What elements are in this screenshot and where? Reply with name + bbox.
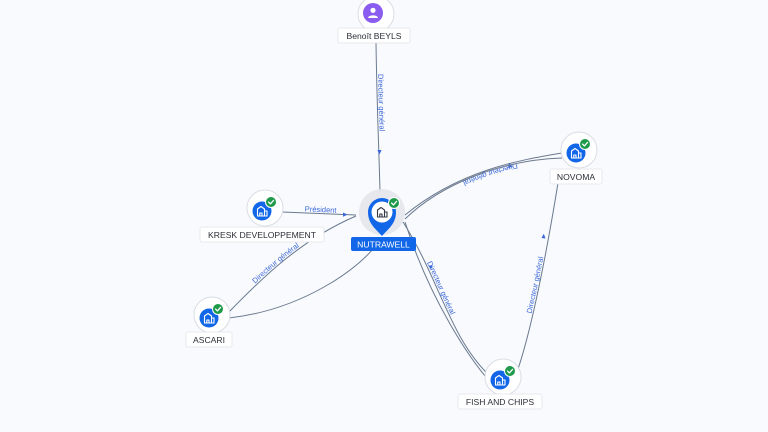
node-label: NOVOMA [557, 172, 595, 182]
edge-arrow-icon [377, 150, 382, 155]
edge-label: Directeur général [250, 241, 301, 285]
edge-nutrawell-fish[interactable]: Directeur général [402, 221, 493, 379]
edge-arrow-icon [541, 233, 546, 239]
node-novoma[interactable]: NOVOMA [549, 131, 603, 185]
node-label-box [185, 331, 233, 348]
node-label-box [199, 226, 325, 243]
building-icon [376, 206, 388, 218]
person-avatar [363, 3, 383, 23]
verified-check-icon [579, 138, 591, 150]
verified-check-icon [212, 303, 224, 315]
node-label: ASCARI [193, 335, 225, 345]
building-icon [203, 312, 215, 324]
verified-check-icon [265, 196, 277, 208]
edge-label-text: Président [305, 204, 338, 214]
edge-arrow-icon [508, 163, 513, 168]
node-label: KRESK DEVELOPPEMENT [208, 230, 317, 240]
node-label: NUTRAWELL [357, 239, 410, 249]
node-label-box [549, 168, 603, 185]
edge-benoit-nutrawell[interactable]: Directeur général [375, 42, 387, 193]
edge-novoma-nutrawell-secondary[interactable] [404, 157, 563, 220]
node-label: FISH AND CHIPS [466, 397, 535, 407]
node-benoit-beyls[interactable]: Benoît BEYLS [337, 0, 411, 44]
edge-label: Directeur général [525, 255, 546, 314]
nodes: Benoît BEYLS KRESK DEVELOPPEMENT [185, 0, 603, 410]
edge-label: Directeur général [376, 74, 387, 132]
node-label-box [337, 27, 411, 44]
node-fish-and-chips[interactable]: FISH AND CHIPS [457, 358, 543, 410]
building-icon [256, 205, 268, 217]
verified-check-icon [388, 197, 400, 209]
node-label: Benoît BEYLS [347, 31, 402, 41]
edge-label-text: Directeur général [525, 255, 546, 314]
edge-arrow-icon [428, 265, 433, 270]
person-icon [368, 7, 378, 18]
edge-arrow-icon [343, 212, 348, 217]
edge-label: Président [305, 204, 338, 214]
node-ascari[interactable]: ASCARI [185, 296, 233, 348]
edge-fish-novoma[interactable]: Directeur général [516, 182, 559, 373]
focus-label-box [351, 237, 416, 251]
building-icon [494, 374, 506, 386]
node-nutrawell-focus[interactable]: NUTRAWELL [351, 189, 416, 251]
node-label-box [457, 393, 543, 410]
edge-kresk-nutrawell[interactable]: Président [281, 204, 357, 217]
building-icon [570, 147, 582, 159]
verified-check-icon [504, 365, 516, 377]
edge-label-text: Directeur général [250, 241, 301, 285]
node-kresk-developpement[interactable]: KRESK DEVELOPPEMENT [199, 189, 325, 243]
edge-label-text: Directeur général [376, 74, 387, 132]
edge-novoma-nutrawell[interactable]: Directeur général [404, 152, 563, 216]
